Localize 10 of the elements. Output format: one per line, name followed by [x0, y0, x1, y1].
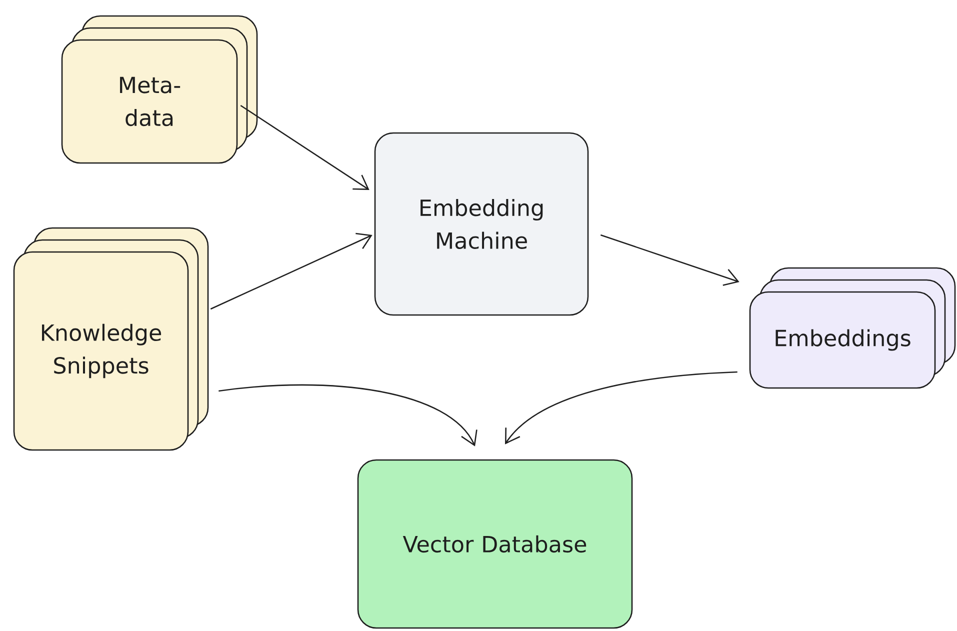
process-box: Embedding Machine — [374, 132, 589, 316]
document-stack: Knowledge Snippets — [13, 227, 209, 451]
database-box: Vector Database — [357, 459, 633, 629]
arrow — [505, 371, 738, 444]
arrow — [240, 104, 370, 190]
arrow — [218, 384, 478, 446]
document-stack: Embeddings — [749, 267, 956, 389]
arrow — [600, 234, 740, 286]
arrow — [210, 232, 372, 310]
document-stack: Meta-data — [61, 15, 258, 164]
